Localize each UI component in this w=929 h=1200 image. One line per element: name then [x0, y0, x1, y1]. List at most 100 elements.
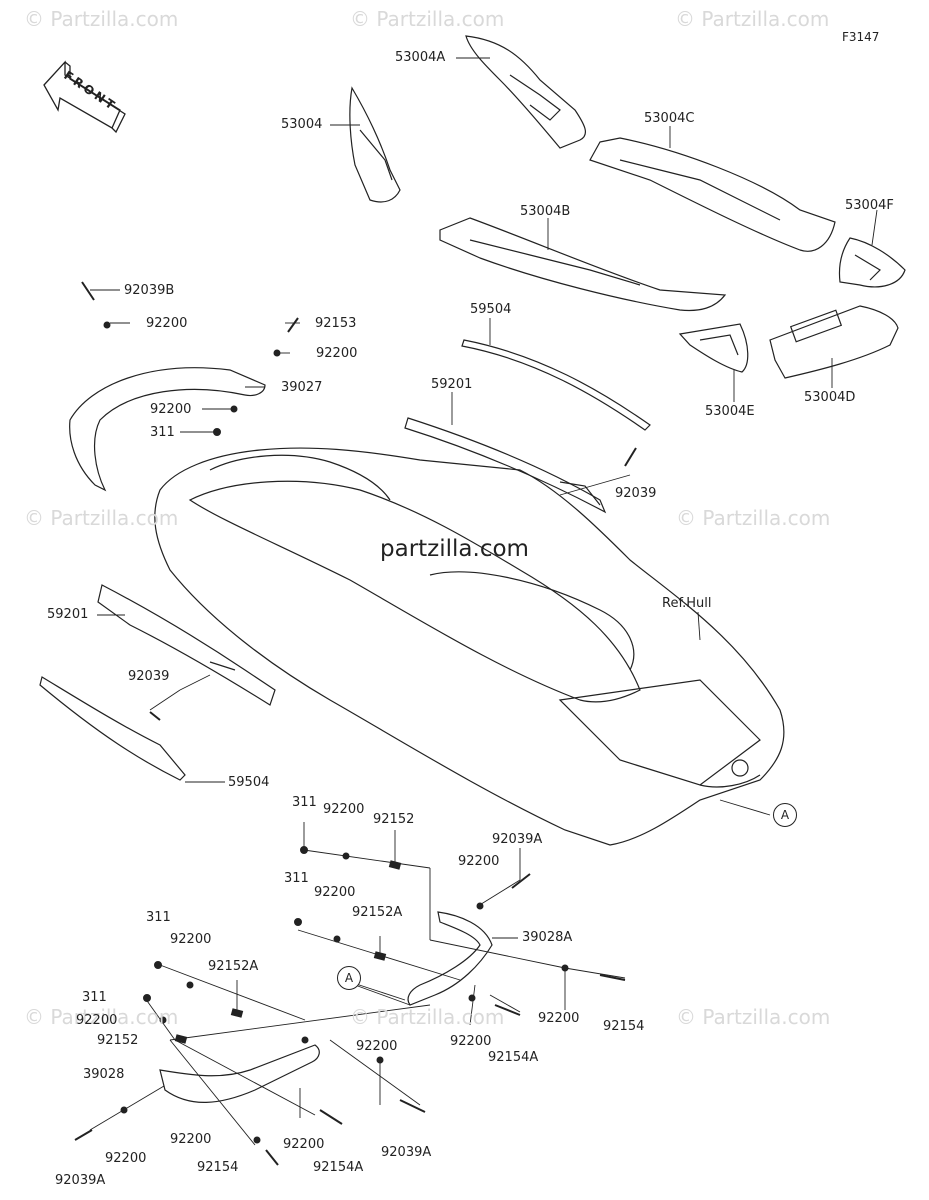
decal-53004f	[838, 237, 906, 288]
part-311-c[interactable]: 311	[284, 871, 309, 886]
part-92200-b[interactable]: 92200	[316, 346, 358, 361]
part-92200-f[interactable]: 92200	[314, 885, 356, 900]
strip-59504-top	[461, 339, 651, 431]
part-53004e[interactable]: 53004E	[705, 404, 755, 419]
ref-hull-label: Ref.Hull	[662, 596, 712, 611]
part-92200-d[interactable]: 92200	[323, 802, 365, 817]
watermark-top-center: © Partzilla.com	[350, 7, 505, 31]
washer	[476, 902, 484, 910]
part-92200-c[interactable]: 92200	[150, 402, 192, 417]
part-39028[interactable]: 39028	[83, 1067, 125, 1082]
watermark-mid-right: © Partzilla.com	[676, 506, 831, 530]
watermark-bot-left: © Partzilla.com	[24, 1005, 179, 1029]
part-92200-a[interactable]: 92200	[146, 316, 188, 331]
bolt	[624, 447, 637, 467]
part-59201-top[interactable]: 59201	[431, 377, 473, 392]
bolt	[149, 711, 161, 721]
front-arrow	[43, 60, 126, 134]
nut	[294, 918, 302, 926]
bolt	[287, 317, 299, 333]
part-53004d[interactable]: 53004D	[804, 390, 856, 405]
part-92200-m[interactable]: 92200	[283, 1137, 325, 1152]
part-92039b[interactable]: 92039B	[124, 283, 175, 298]
decal-53004e	[678, 323, 749, 373]
rail-39027	[69, 367, 266, 492]
washer	[186, 981, 194, 989]
nut	[143, 994, 151, 1002]
part-92039a-b[interactable]: 92039A	[381, 1145, 432, 1160]
part-92200-i[interactable]: 92200	[538, 1011, 580, 1026]
part-92152a-b[interactable]: 92152A	[208, 959, 259, 974]
decal-53004c	[589, 137, 836, 252]
collar	[230, 1008, 244, 1018]
washer	[273, 349, 281, 357]
part-53004[interactable]: 53004	[281, 117, 323, 132]
part-92039a-a[interactable]: 92039A	[492, 832, 543, 847]
part-53004f[interactable]: 53004F	[845, 198, 894, 213]
hull-outline	[154, 447, 785, 846]
part-311-e[interactable]: 311	[82, 990, 107, 1005]
watermark-top-left: © Partzilla.com	[24, 7, 179, 31]
part-92152a-a[interactable]: 92152A	[352, 905, 403, 920]
watermark-bot-center: © Partzilla.com	[350, 1005, 505, 1029]
bolt	[74, 1129, 93, 1141]
decal-53004	[349, 86, 401, 203]
part-92154a-a[interactable]: 92154A	[488, 1050, 539, 1065]
part-92200-g[interactable]: 92200	[170, 932, 212, 947]
rail-39028a	[407, 911, 493, 1006]
bolt	[265, 1149, 279, 1166]
washer	[230, 405, 238, 413]
washer	[301, 1036, 309, 1044]
washer	[342, 852, 350, 860]
part-92153[interactable]: 92153	[315, 316, 357, 331]
part-92200-n[interactable]: 92200	[105, 1151, 147, 1166]
collar	[174, 1034, 188, 1044]
part-92152-b[interactable]: 92152	[97, 1033, 139, 1048]
part-92200-j[interactable]: 92200	[450, 1034, 492, 1049]
watermark-top-right: © Partzilla.com	[675, 7, 830, 31]
part-92154a-b[interactable]: 92154A	[313, 1160, 364, 1175]
part-59504-left[interactable]: 59504	[228, 775, 270, 790]
part-311-d[interactable]: 311	[146, 910, 171, 925]
part-53004b[interactable]: 53004B	[520, 204, 571, 219]
part-311-b[interactable]: 311	[292, 795, 317, 810]
rail-39028	[159, 1044, 320, 1103]
part-311-a[interactable]: 311	[150, 425, 175, 440]
part-92200-e[interactable]: 92200	[458, 854, 500, 869]
collar	[388, 860, 402, 870]
part-39027[interactable]: 39027	[281, 380, 323, 395]
nut	[213, 428, 221, 436]
washer	[159, 1016, 167, 1024]
bolt	[511, 873, 531, 889]
bolt	[599, 974, 626, 981]
part-92039-right[interactable]: 92039	[615, 486, 657, 501]
decal-53004a	[465, 35, 587, 149]
watermark-bot-right: © Partzilla.com	[676, 1005, 831, 1029]
washer	[376, 1056, 384, 1064]
bolt	[81, 281, 95, 301]
part-59504-top[interactable]: 59504	[470, 302, 512, 317]
callout-a-right: A	[773, 803, 797, 827]
part-92154-a[interactable]: 92154	[603, 1019, 645, 1034]
center-watermark: partzilla.com	[380, 536, 529, 562]
decal-53004d	[769, 305, 899, 379]
watermark-mid-left: © Partzilla.com	[24, 506, 179, 530]
bolt	[494, 1004, 521, 1016]
part-39028a[interactable]: 39028A	[522, 930, 573, 945]
collar	[373, 951, 387, 961]
part-92200-h[interactable]: 92200	[76, 1013, 118, 1028]
part-92039-left[interactable]: 92039	[128, 669, 170, 684]
part-92200-l[interactable]: 92200	[170, 1132, 212, 1147]
callout-a-left: A	[337, 966, 361, 990]
part-92200-k[interactable]: 92200	[356, 1039, 398, 1054]
washer	[120, 1106, 128, 1114]
part-92152-a[interactable]: 92152	[373, 812, 415, 827]
part-92154-b[interactable]: 92154	[197, 1160, 239, 1175]
strip-59201-left	[97, 584, 276, 706]
part-59201-left[interactable]: 59201	[47, 607, 89, 622]
bolt	[319, 1109, 343, 1125]
part-92039a-c[interactable]: 92039A	[55, 1173, 106, 1188]
part-53004a[interactable]: 53004A	[395, 50, 446, 65]
part-53004c[interactable]: 53004C	[644, 111, 695, 126]
